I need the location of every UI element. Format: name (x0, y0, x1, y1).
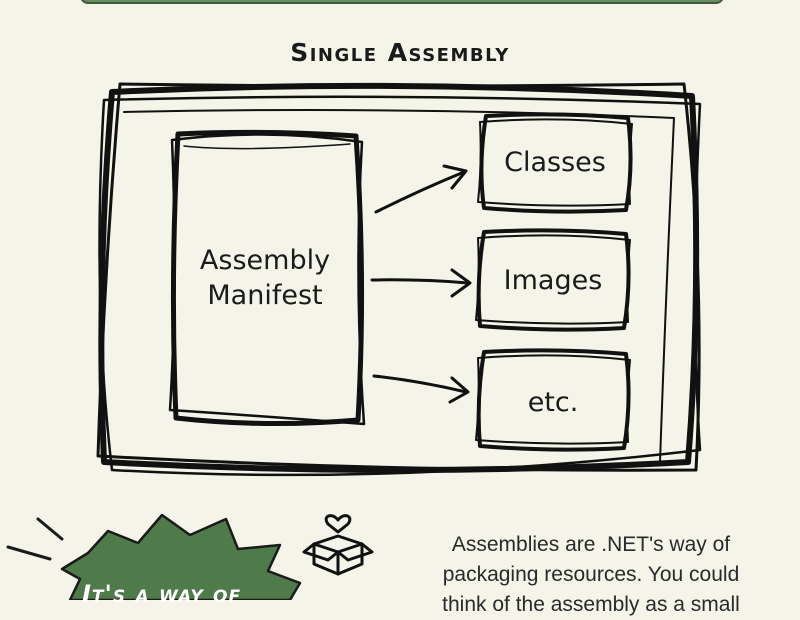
badge-text: It's a way of (82, 580, 242, 608)
images-box-outline (475, 228, 631, 332)
assembly-diagram (96, 82, 702, 477)
arrow-to-etc (372, 374, 470, 404)
classes-box-outline (477, 112, 633, 214)
classes-label: Classes (504, 147, 606, 178)
caption-text: Assemblies are .NET's way of packaging r… (405, 530, 777, 620)
caption-line-3: think of the assembly as a small (442, 593, 740, 616)
arrow-to-images (370, 268, 472, 298)
etc-box-outline (475, 348, 631, 452)
assembly-container (96, 82, 702, 477)
diagram-title: Single Assembly (290, 38, 510, 67)
caption-line-2: packaging resources. You could (442, 563, 740, 586)
manifest-label-line2: Manifest (207, 280, 323, 312)
arrow-to-classes (374, 164, 468, 214)
etc-label: etc. (527, 387, 579, 418)
manifest-box (168, 129, 366, 427)
manifest-label-line1: Assembly (199, 245, 331, 276)
caption-line-1: Assemblies are .NET's way of (451, 533, 731, 556)
manifest-label: Assembly Manifest (180, 243, 350, 313)
images-label: Images (503, 265, 603, 296)
gift-box-heart-icon (302, 514, 374, 576)
speech-burst-badge (6, 513, 302, 600)
emphasis-lines-icon (6, 517, 64, 561)
